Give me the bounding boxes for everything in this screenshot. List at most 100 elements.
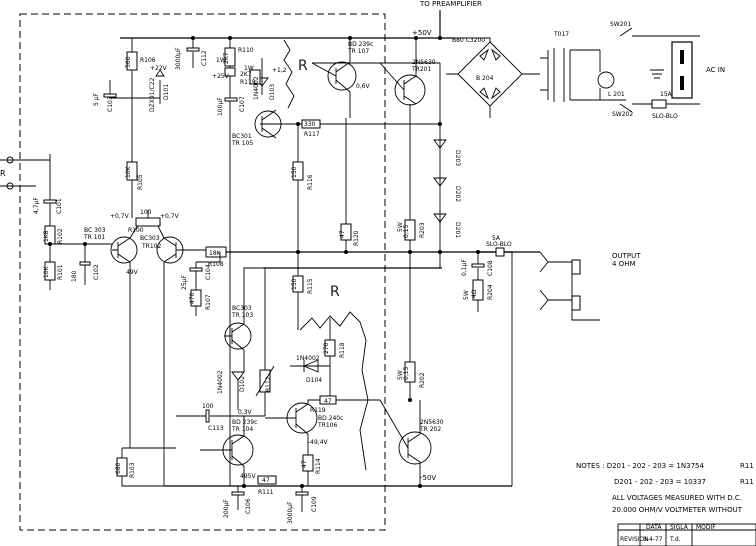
d103-value: 1N4002 [253, 76, 260, 100]
mains-fuse-body [651, 99, 667, 109]
module-outline [19, 13, 386, 531]
notes-line-2-suffix: R11 [740, 478, 754, 486]
r114-name: R114 [315, 458, 322, 474]
tr101-symbol [110, 236, 138, 264]
tr101-ref: TR 101 [83, 234, 105, 241]
tr202-ref: TR 202 [419, 426, 441, 433]
r118-name: R118 [339, 342, 346, 358]
r102-value: 1K8 [43, 230, 50, 242]
bridge-diodes [479, 48, 501, 100]
r106-value: 560 [125, 56, 132, 68]
r115-body [292, 275, 304, 293]
tr104-type: BD 239c [232, 419, 257, 426]
r100-body [135, 217, 161, 227]
tr103-ref: TR 103 [231, 312, 253, 319]
mains-fuse-type: SLO-BLO [652, 113, 678, 120]
r119-body [249, 69, 261, 85]
v1w-label: 1W [216, 57, 226, 64]
d201-label: D201 [454, 222, 461, 238]
r120-value: 47 [339, 230, 346, 238]
output-impedance: 4 OHM [612, 260, 636, 268]
r119a-body [224, 67, 236, 77]
output-label: OUTPUT [612, 252, 641, 260]
tr103-leads [224, 267, 263, 372]
lamp-leads [599, 50, 626, 101]
v12-label: +1,2 [272, 67, 287, 74]
output-terminal-bottom [571, 295, 581, 311]
d104-name: D104 [306, 377, 322, 384]
v07a-label: +0,7V [110, 213, 130, 220]
v03-label: 0,3V [238, 409, 253, 416]
pot-value: 100 [140, 209, 152, 216]
d104-value: 1N4002 [296, 355, 320, 362]
ac-in-label: AC IN [706, 66, 725, 74]
d202-label: D202 [454, 186, 461, 202]
r105-body [126, 161, 138, 181]
r203-power: 5W [397, 222, 404, 232]
notes-line-1-suffix: R11 [740, 462, 754, 470]
c108-plate [471, 263, 485, 268]
c109-plate [295, 491, 309, 496]
tr101-type: BC 303 [84, 227, 106, 234]
tr102-ref: TR102 [141, 243, 161, 250]
c113-name: C113 [208, 425, 224, 432]
switch-leads [619, 27, 700, 113]
c108-name: C108 [487, 260, 494, 276]
input-jack [6, 156, 14, 164]
v494-label: -49,4V [308, 439, 329, 446]
r105-name: R105 [137, 174, 144, 190]
r118-value: 270 [323, 342, 330, 354]
r120-body [340, 223, 352, 241]
tr102-leads [155, 221, 206, 486]
tr202-type: 2N5630 [420, 419, 444, 426]
c107-name: C107 [239, 96, 246, 112]
tr106-type: BD 240c [318, 415, 343, 422]
c103-value: 5 µF [93, 92, 100, 106]
ground-icon [650, 69, 664, 79]
r117-body [301, 119, 321, 129]
switch1-label: SW201 [610, 21, 631, 28]
r202-power: 5W [397, 370, 404, 380]
r103-name: R103 [129, 462, 136, 478]
r112-label: R112 [265, 376, 272, 392]
tr107-symbol [327, 61, 357, 91]
c109-value: 3000µF [287, 501, 294, 524]
output-fuse-type: SLO-BLO [486, 241, 512, 248]
v25-label: +25V [212, 73, 230, 80]
r118-body [324, 339, 336, 357]
ac-pin-2 [680, 76, 684, 90]
mains-fuse-label: 15A [660, 91, 673, 98]
tr201-leads [350, 38, 417, 105]
r119-name: R119 [240, 79, 256, 86]
title-h1: DATA [646, 524, 662, 531]
v22-label: +22V [150, 65, 168, 72]
c113-plate [205, 409, 210, 423]
handdrawn-squiggle-mid [299, 311, 369, 471]
tr201-ref: TR201 [411, 66, 431, 73]
v1w2-label: 1W [244, 65, 254, 72]
r102-name: R102 [57, 228, 64, 244]
r202-body [404, 361, 416, 383]
tr105-ref: TR 105 [231, 140, 253, 147]
title-block: DATA SIGLA MODIF REVISION 3-4-77 T.d. [617, 523, 756, 546]
lamp-label: L 201 [608, 91, 625, 98]
input-label: R [0, 169, 6, 178]
c112-value: 3000µF [175, 47, 182, 70]
output-fuse-value: 5A [492, 235, 501, 242]
r115-name: R115 [307, 278, 314, 294]
r100-wiper [131, 204, 149, 218]
title-h2: SIGLA [670, 524, 689, 531]
bridge-rectifier [457, 41, 523, 107]
r111-name: R111 [258, 489, 274, 496]
tr103-type: BC303 [232, 305, 252, 312]
d101-symbol [155, 69, 165, 77]
bridge-leads [446, 37, 540, 118]
d102-name: D102 [239, 376, 246, 392]
d102-symbol [231, 371, 245, 410]
neg-rail-label: -50V [420, 474, 436, 482]
tr201-symbol [394, 74, 426, 106]
r108-name: R108 [208, 261, 224, 268]
d102-value: 1N4002 [217, 370, 224, 394]
r110-name: R110 [238, 47, 254, 54]
